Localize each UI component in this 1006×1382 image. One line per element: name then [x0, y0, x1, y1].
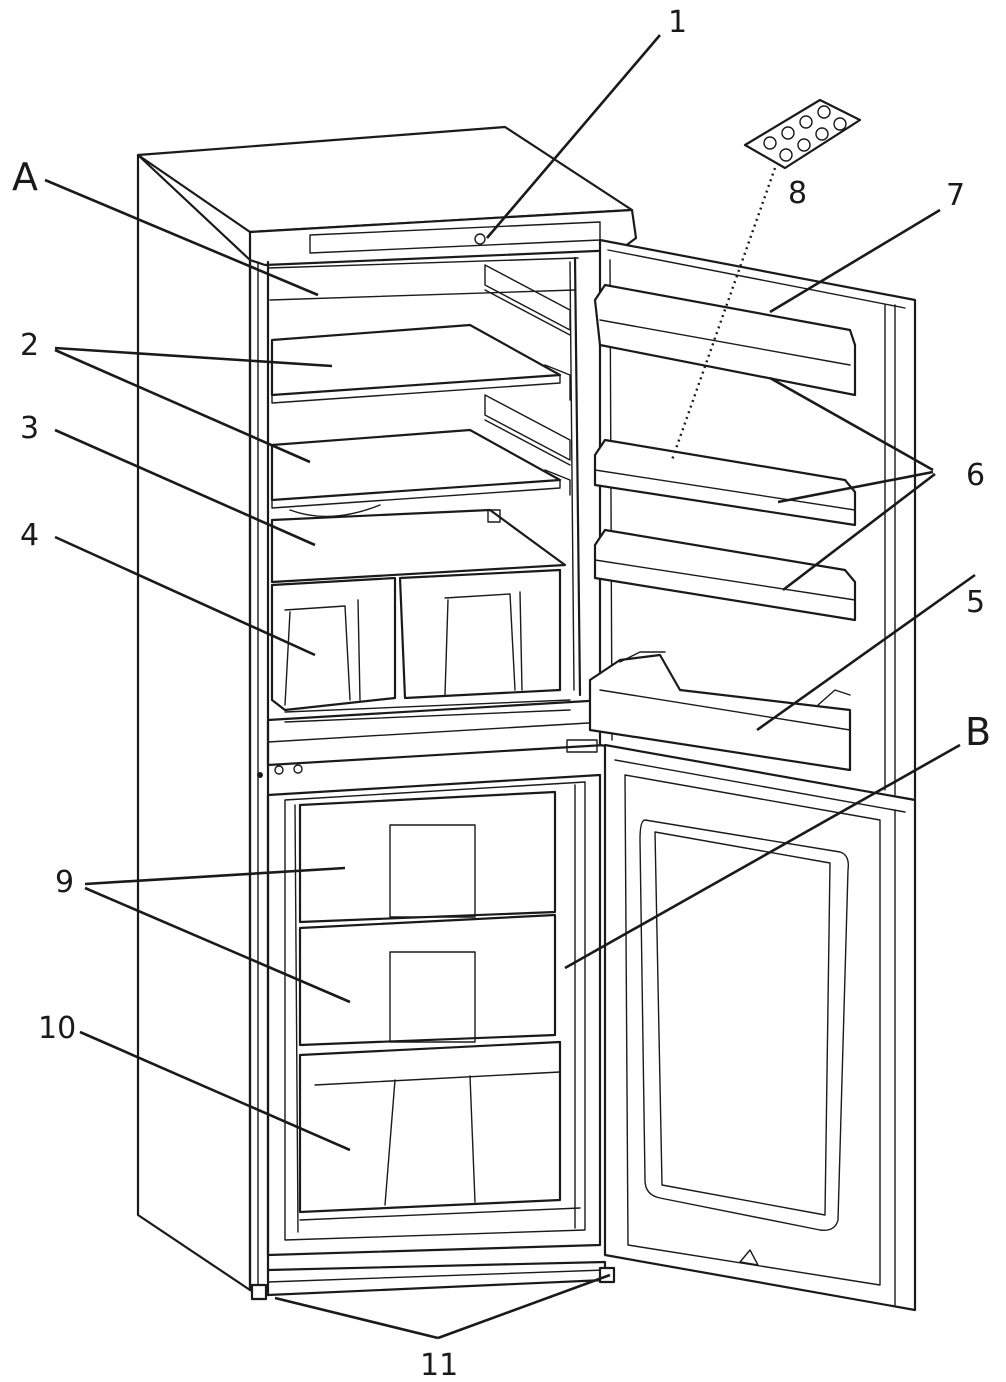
label-7: 7 — [946, 178, 965, 213]
label-10: 10 — [38, 1011, 76, 1046]
label-1: 1 — [668, 5, 687, 40]
label-2: 2 — [20, 328, 39, 363]
callout-labels: A B 1 2 3 4 5 6 7 8 9 10 11 — [12, 5, 991, 1382]
label-B: B — [965, 710, 991, 754]
label-4: 4 — [20, 518, 39, 553]
crisper-drawers — [270, 568, 571, 723]
fridge-door — [588, 238, 917, 802]
fridge-shelves — [270, 264, 571, 584]
label-11: 11 — [420, 1348, 458, 1382]
leader-lines — [44, 34, 976, 1340]
cabinet — [136, 125, 638, 1297]
label-5: 5 — [966, 585, 985, 620]
freezer-door — [603, 743, 917, 1312]
freezer-compartment — [266, 739, 602, 1257]
label-3: 3 — [20, 411, 39, 446]
label-6: 6 — [966, 458, 985, 493]
egg-tray — [743, 98, 862, 170]
label-9: 9 — [55, 865, 74, 900]
label-A: A — [12, 155, 38, 199]
label-8: 8 — [788, 176, 807, 211]
